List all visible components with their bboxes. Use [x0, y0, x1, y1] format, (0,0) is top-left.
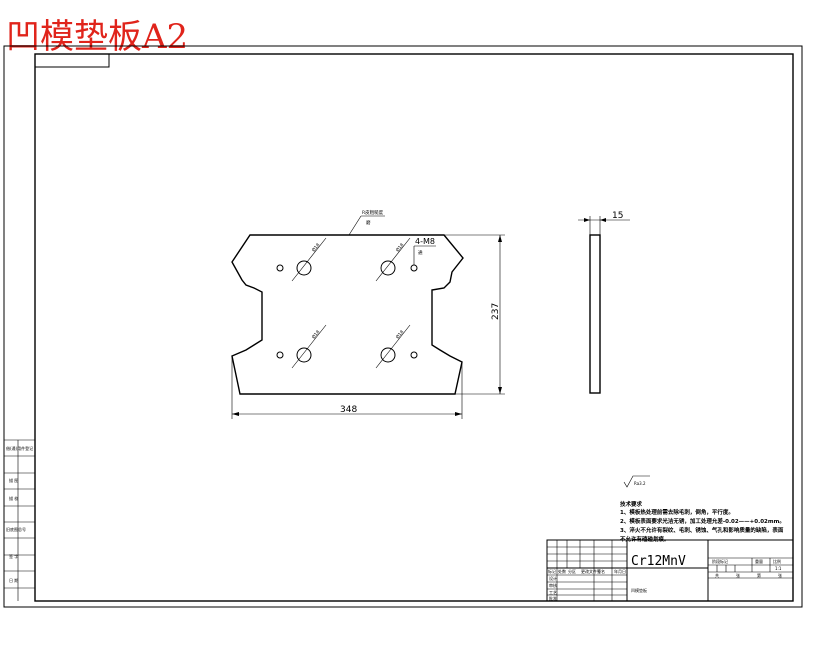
hole-large-3 — [296, 347, 312, 363]
margin-label-2: 描 图 — [9, 477, 18, 483]
margin-label-3: 描 校 — [9, 495, 18, 501]
surface-note: R皮粗糙度 磨 — [348, 209, 385, 236]
tech-line-3: 3、淬火不允许有裂纹、毛刺、锈蚀、气孔和影响质量的缺陷，表面 — [620, 526, 784, 534]
tb-right-header-2: 比例 — [773, 558, 781, 564]
tb-header-4: 签名 — [597, 568, 605, 574]
hole-label-2: Ø18 — [394, 242, 405, 254]
tb-role-3: 批准 — [549, 595, 557, 601]
plate-outline — [231, 234, 464, 395]
margin-label-6: 日 期 — [9, 577, 18, 583]
drawing-title: 凹模垫板A2 — [6, 17, 188, 57]
margin-label-1: 借(通)用件登记 — [6, 445, 33, 451]
tb-right-header-0: 阶段标记 — [712, 558, 728, 564]
tb-header-1: 处数 — [558, 568, 566, 574]
height-dim-text: 237 — [491, 303, 501, 320]
surface-note-line1: R皮粗糙度 — [362, 209, 384, 216]
tb-material: Cr12MnV — [631, 554, 686, 569]
hole-small-4 — [410, 351, 418, 359]
tb-header-5: 年月日 — [614, 568, 626, 574]
thread-sub: 通 — [418, 249, 423, 256]
tb-sheet-1: 张 — [736, 572, 740, 578]
thickness-dimension: 15 — [578, 211, 630, 235]
small-holes — [276, 264, 418, 359]
tb-right-header-1: 重量 — [755, 558, 763, 564]
hole-small-1 — [276, 264, 284, 272]
title-block: 标记 处数 分区 更改文件号 签名 年月日 设计 审核 工艺 批准 Cr12Mn… — [546, 539, 794, 602]
thickness-dim-text: 15 — [612, 211, 623, 221]
tb-header-0: 标记 — [548, 568, 556, 574]
margin-label-5: 签 字 — [9, 553, 18, 559]
width-dimension: 348 — [231, 356, 463, 419]
tb-role-2: 工艺 — [549, 590, 557, 595]
inner-frame — [34, 53, 794, 602]
hole-label-4: Ø18 — [394, 329, 405, 341]
roughness-symbol: Ra3.2 — [623, 475, 650, 488]
tech-line-1: 1、模板热处理前需去除毛刺，倒角，平行度。 — [620, 508, 734, 516]
left-margin-table: 借(通)用件登记 描 图 描 校 旧底图总号 签 字 日 期 — [4, 439, 35, 601]
margin-label-4: 旧底图总号 — [6, 526, 26, 532]
hole-label-1: Ø18 — [310, 242, 321, 254]
hole-large-2 — [380, 260, 396, 276]
outer-border — [3, 45, 803, 608]
tech-heading: 技术要求 — [620, 500, 643, 508]
tb-role-0: 设计 — [549, 575, 557, 581]
tb-scale: 1:1 — [775, 566, 782, 571]
tb-role-1: 审核 — [549, 582, 557, 588]
tb-sheet-3: 张 — [778, 572, 782, 578]
tb-header-3: 更改文件号 — [581, 568, 601, 574]
tb-part-name: 凹模垫板 — [631, 587, 647, 593]
tech-requirements: 技术要求 1、模板热处理前需去除毛刺，倒角，平行度。 2、模板表面要求光洁无锈，… — [620, 500, 785, 543]
hole-label-3: Ø18 — [310, 329, 321, 341]
hole-large-1 — [296, 260, 312, 276]
hole-small-3 — [276, 351, 284, 359]
tech-line-4: 不允许有磕碰划痕。 — [620, 535, 670, 543]
roughness-note: Ra3.2 — [634, 481, 646, 486]
tb-sheet-0: 共 — [715, 572, 719, 578]
width-dim-text: 348 — [340, 405, 357, 415]
hole-large-4 — [380, 347, 396, 363]
tb-header-2: 分区 — [568, 568, 576, 574]
thread-label: 4-M8 — [415, 237, 435, 246]
height-dimension: 237 — [444, 234, 505, 395]
tech-line-2: 2、模板表面要求光洁无锈，加工处理允差-0.02——+0.02mm。 — [620, 517, 785, 525]
thread-callout: 4-M8 通 — [413, 237, 436, 265]
tb-sheet-2: 第 — [757, 572, 761, 578]
hole-small-2 — [410, 264, 418, 272]
side-view-plate — [589, 234, 601, 394]
code-box — [34, 53, 110, 68]
large-holes: Ø18 Ø18 Ø18 Ø18 — [291, 237, 411, 369]
surface-note-line2: 磨 — [366, 219, 371, 226]
